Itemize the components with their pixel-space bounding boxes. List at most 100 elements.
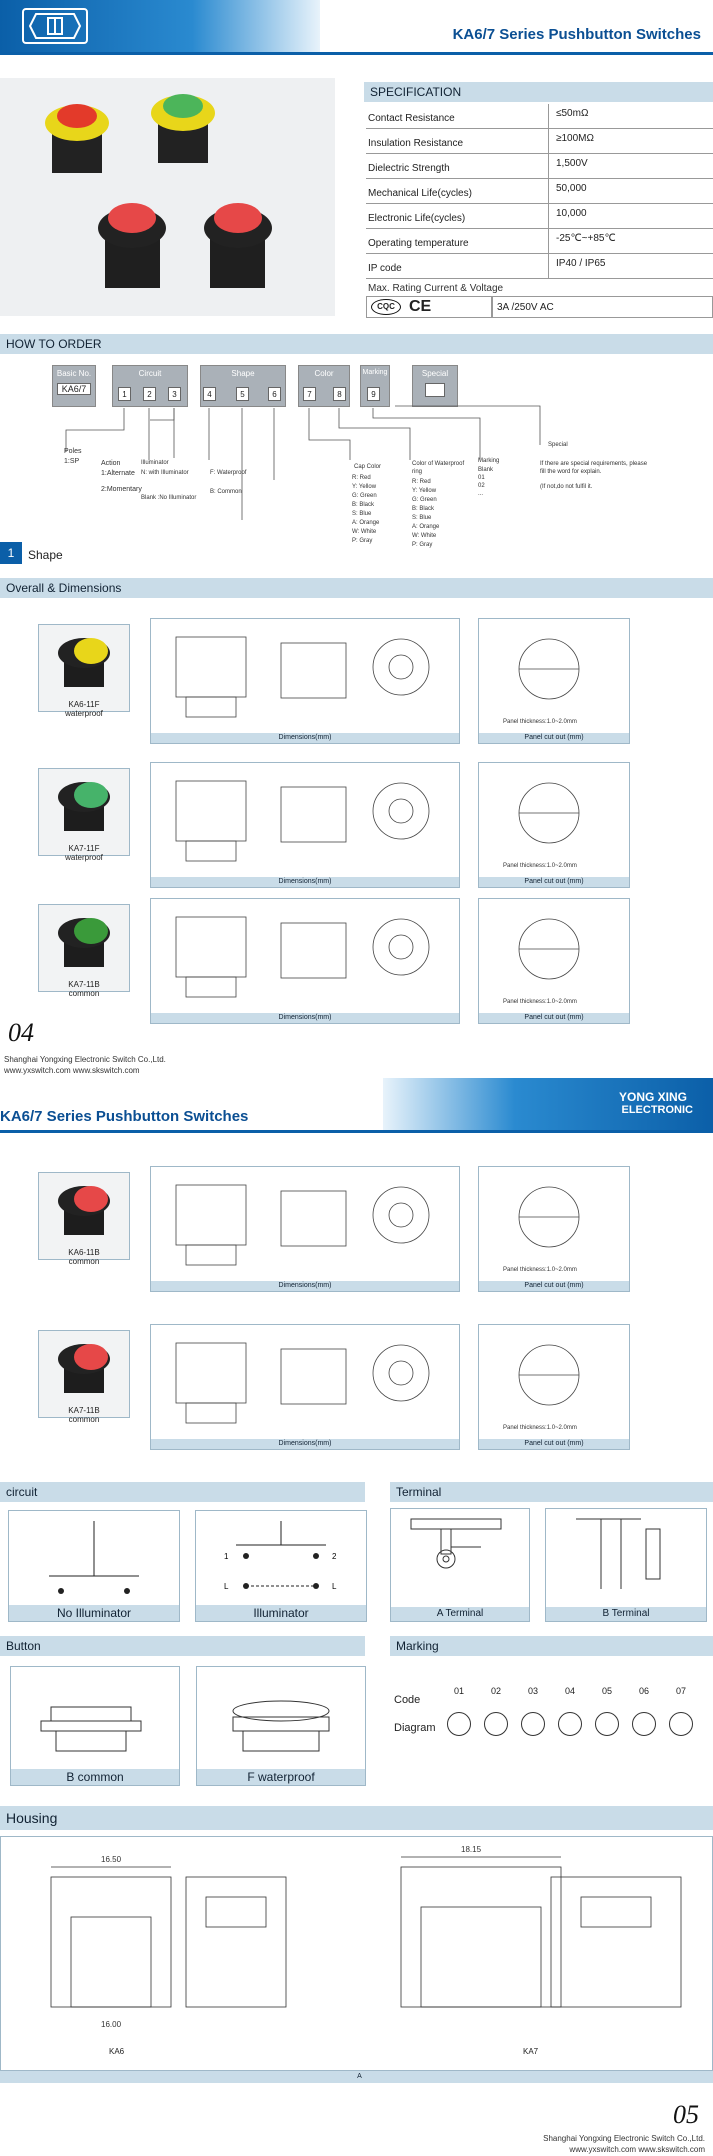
panel-thickness: Panel thickness:1.0~2.0mm: [503, 719, 577, 725]
spec-row: Contact Resistance≤50mΩ: [366, 104, 713, 129]
cap-color-item: B: Black: [352, 502, 375, 508]
cqc-icon: CQC: [371, 299, 401, 315]
pushbutton-icon: [58, 638, 110, 687]
marking-code: 07: [675, 1686, 686, 1696]
order-special: Special: [412, 365, 458, 407]
brand-sub: ELECTRONIC: [621, 1104, 694, 1116]
action-alternate: 1:Alternate: [101, 470, 135, 477]
model-name: KA7-11F: [68, 844, 100, 853]
marking-code-label: Code: [394, 1694, 421, 1706]
order-num: 9: [367, 387, 380, 401]
housing-ka6-label: KA6: [109, 2047, 125, 2056]
special-text-2: (If not,do not fulfil it.: [540, 484, 593, 490]
footer-web: www.yxswitch.com www.skswitch.com: [4, 1066, 140, 1075]
panel-caption: Panel cut out (mm): [479, 733, 629, 743]
spec-value: 1,500V: [556, 158, 588, 169]
order-num: 1: [118, 387, 131, 401]
order-num: 2: [143, 387, 156, 401]
order-group-label: Special: [421, 369, 449, 378]
poles-label: Poles: [64, 448, 82, 455]
housing-ka7-label: KA7: [523, 2047, 539, 2056]
dimension-diagram: [175, 636, 430, 718]
dimension-drawing: Dimensions(mm): [150, 898, 460, 1024]
shape-section: 1: [0, 542, 22, 564]
ring-color-label: Color of Waterproof ring: [412, 461, 465, 475]
terminal-a-diagram: [410, 1518, 502, 1569]
pushbutton-icon: [58, 782, 110, 831]
terminal-b: B Terminal: [545, 1508, 707, 1622]
page2-title: KA6/7 Series Pushbutton Switches: [0, 1108, 249, 1125]
ring-color-item: W: White: [412, 533, 437, 539]
panel-thickness: Panel thickness:1.0~2.0mm: [503, 863, 577, 869]
spec-key: Operating temperature: [368, 238, 469, 249]
circuit-caption: No Illuminator: [9, 1605, 179, 1621]
brand-name: YONG XING: [618, 1090, 687, 1104]
marking-code: 01: [453, 1686, 464, 1696]
marking-header: Marking: [390, 1636, 713, 1656]
footer-company: Shanghai Yongxing Electronic Switch Co.,…: [4, 1055, 166, 1064]
order-group-label: Color: [314, 369, 334, 378]
spec-key: Insulation Resistance: [368, 138, 464, 149]
svg-text:L: L: [332, 1582, 337, 1591]
marking-label: Marking: [478, 458, 500, 464]
button-caption: B common: [11, 1769, 179, 1785]
model-name: KA7-11B: [68, 1406, 100, 1415]
ring-color-item: S: Blue: [412, 515, 432, 521]
ring-color-item: A: Orange: [412, 524, 440, 530]
spec-row: Operating temperature -25℃~+85℃: [366, 229, 713, 254]
spec-value: -25℃~+85℃: [556, 233, 616, 244]
spec-value: ≤50mΩ: [556, 108, 589, 119]
panel-caption: Panel cut out (mm): [479, 877, 629, 887]
order-num: 3: [168, 387, 181, 401]
spec-value: 50,000: [556, 183, 587, 194]
order-num: 7: [303, 387, 316, 401]
page2-rule: [0, 1130, 713, 1133]
how-to-order-header: HOW TO ORDER: [0, 334, 713, 354]
order-num: 4: [203, 387, 216, 401]
ce-icon: CE: [409, 298, 432, 315]
page-number: 04: [8, 1018, 34, 1047]
model-sub: common: [68, 1257, 100, 1266]
terminal-caption: B Terminal: [546, 1607, 706, 1621]
dimension-caption: Dimensions(mm): [151, 1439, 459, 1449]
spec-row: Mechanical Life(cycles)50,000: [366, 179, 713, 204]
dimension-diagram: [175, 1184, 430, 1266]
button-common-diagram: [40, 1706, 142, 1752]
cap-color-item: G: Green: [352, 493, 377, 499]
housing-header: Housing: [0, 1806, 713, 1830]
panel-thickness: Panel thickness:1.0~2.0mm: [503, 999, 577, 1005]
dimension-diagram: [175, 916, 430, 998]
panel-cutout-diagram: [518, 1186, 580, 1248]
terminal-header: Terminal: [390, 1482, 713, 1502]
dimension-drawing: Dimensions(mm): [150, 762, 460, 888]
spec-row: Electronic Life(cycles)10,000: [366, 204, 713, 229]
terminal-caption: A Terminal: [391, 1607, 529, 1621]
button-header: Button: [0, 1636, 365, 1656]
ring-color-item: G: Green: [412, 497, 437, 503]
dimension-drawing: Dimensions(mm): [150, 618, 460, 744]
marking-diagram-label: Diagram: [394, 1722, 436, 1734]
model-sub: waterproof: [65, 709, 103, 718]
marking-code: 05: [601, 1686, 612, 1696]
page-title: KA6/7 Series Pushbutton Switches: [452, 26, 701, 43]
marking-item: Blank: [478, 467, 494, 473]
spec-row: Insulation Resistance≥100MΩ: [366, 129, 713, 154]
special-text: If there are special requirements, pleas…: [540, 461, 648, 475]
page1-header: KA6/7 Series Pushbutton Switches: [0, 0, 713, 56]
illuminator-with: N: with Illuminator: [141, 470, 189, 476]
cap-color-item: A: Orange: [352, 520, 380, 526]
action-momentary: 2:Momentary: [101, 486, 142, 493]
circuit-header: circuit: [0, 1482, 365, 1502]
model-name: KA6-11F: [68, 700, 100, 709]
spec-key: Electronic Life(cycles): [368, 213, 466, 224]
action-label: Action: [101, 460, 121, 467]
spec-divider: [548, 204, 549, 228]
